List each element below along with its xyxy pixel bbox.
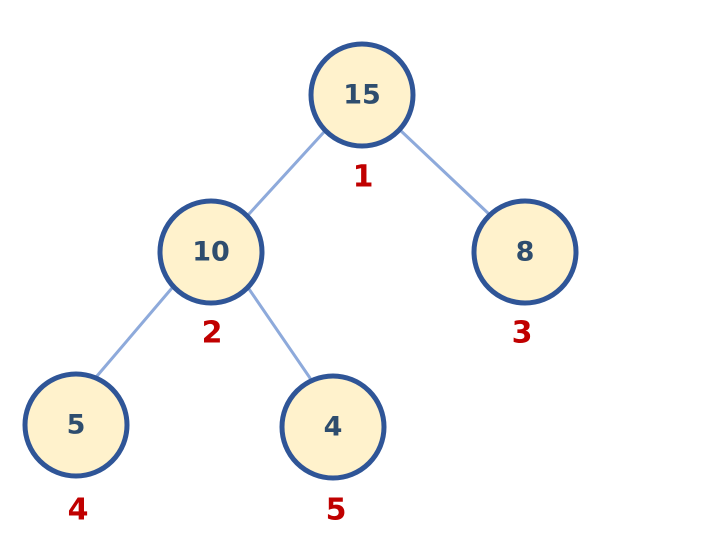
- node-value: 4: [324, 412, 343, 443]
- edge-2-4: [95, 286, 174, 378]
- edge-1-2: [247, 130, 326, 216]
- node-value: 8: [516, 237, 535, 268]
- tree-node-5: 4: [279, 373, 387, 481]
- tree-node-3: 8: [471, 198, 579, 306]
- node-circle: [308, 41, 416, 149]
- node-circle: [279, 373, 387, 481]
- tree-node-2: 10: [157, 198, 265, 306]
- tree-node-4: 5: [22, 371, 130, 479]
- node-index: 4: [68, 493, 89, 528]
- node-index: 3: [512, 316, 533, 351]
- tree-node-1: 15: [308, 41, 416, 149]
- node-index: 5: [326, 493, 347, 528]
- node-value: 10: [192, 237, 230, 268]
- node-circle: [22, 371, 130, 479]
- node-circle: [157, 198, 265, 306]
- edge-2-5: [247, 287, 312, 380]
- node-value: 5: [67, 410, 86, 441]
- node-index: 2: [202, 316, 223, 351]
- node-circle: [471, 198, 579, 306]
- edge-1-3: [398, 128, 492, 217]
- node-value: 15: [343, 80, 381, 111]
- tree-edges: [95, 128, 492, 380]
- node-index: 1: [353, 160, 374, 195]
